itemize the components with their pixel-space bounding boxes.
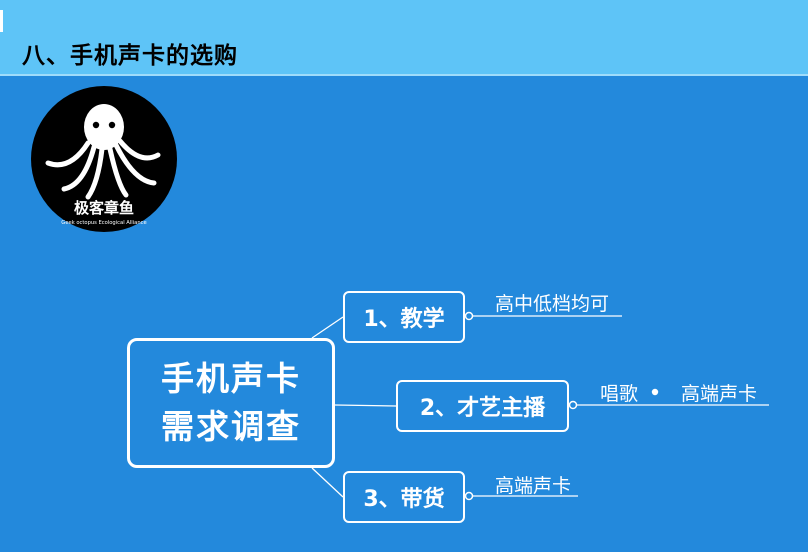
leaf-node-all-grades[interactable]: 高中低档均可 xyxy=(495,293,610,315)
root-node-line1: 手机声卡 xyxy=(161,359,301,398)
node-handle-branch2 xyxy=(568,400,578,410)
branch-node-teaching[interactable]: 1、教学 xyxy=(343,291,465,343)
header-accent xyxy=(0,10,3,32)
slide-title: 八、手机声卡的选购 xyxy=(22,43,238,69)
logo-tagline: Geek octopus Ecological Alliance xyxy=(61,220,146,226)
header-divider xyxy=(0,74,808,76)
node-handle-branch3 xyxy=(464,491,474,501)
header-bar xyxy=(0,0,808,74)
node-handle-branch1 xyxy=(464,311,474,321)
node-handle-leaf-singing xyxy=(651,388,659,396)
root-node-line2: 需求调查 xyxy=(161,407,301,446)
leaf-node-high-end-card-sales[interactable]: 高端声卡 xyxy=(495,475,572,497)
leaf-node-singing[interactable]: 唱歌 xyxy=(600,383,639,405)
branch-node-live-streaming[interactable]: 2、才艺主播 xyxy=(396,380,569,432)
root-node[interactable]: 手机声卡 需求调查 xyxy=(127,338,335,468)
octopus-logo: 极客章鱼 Geek octopus Ecological Alliance xyxy=(31,86,177,232)
branch-node-sales[interactable]: 3、带货 xyxy=(343,471,465,523)
octopus-icon xyxy=(45,104,161,200)
leaf-node-high-end-card[interactable]: 高端声卡 xyxy=(681,383,758,405)
connector-root-branch3 xyxy=(311,467,344,498)
connector-root-branch1 xyxy=(311,316,344,339)
connector-root-branch2 xyxy=(334,404,397,407)
logo-brand-text: 极客章鱼 xyxy=(74,199,134,217)
